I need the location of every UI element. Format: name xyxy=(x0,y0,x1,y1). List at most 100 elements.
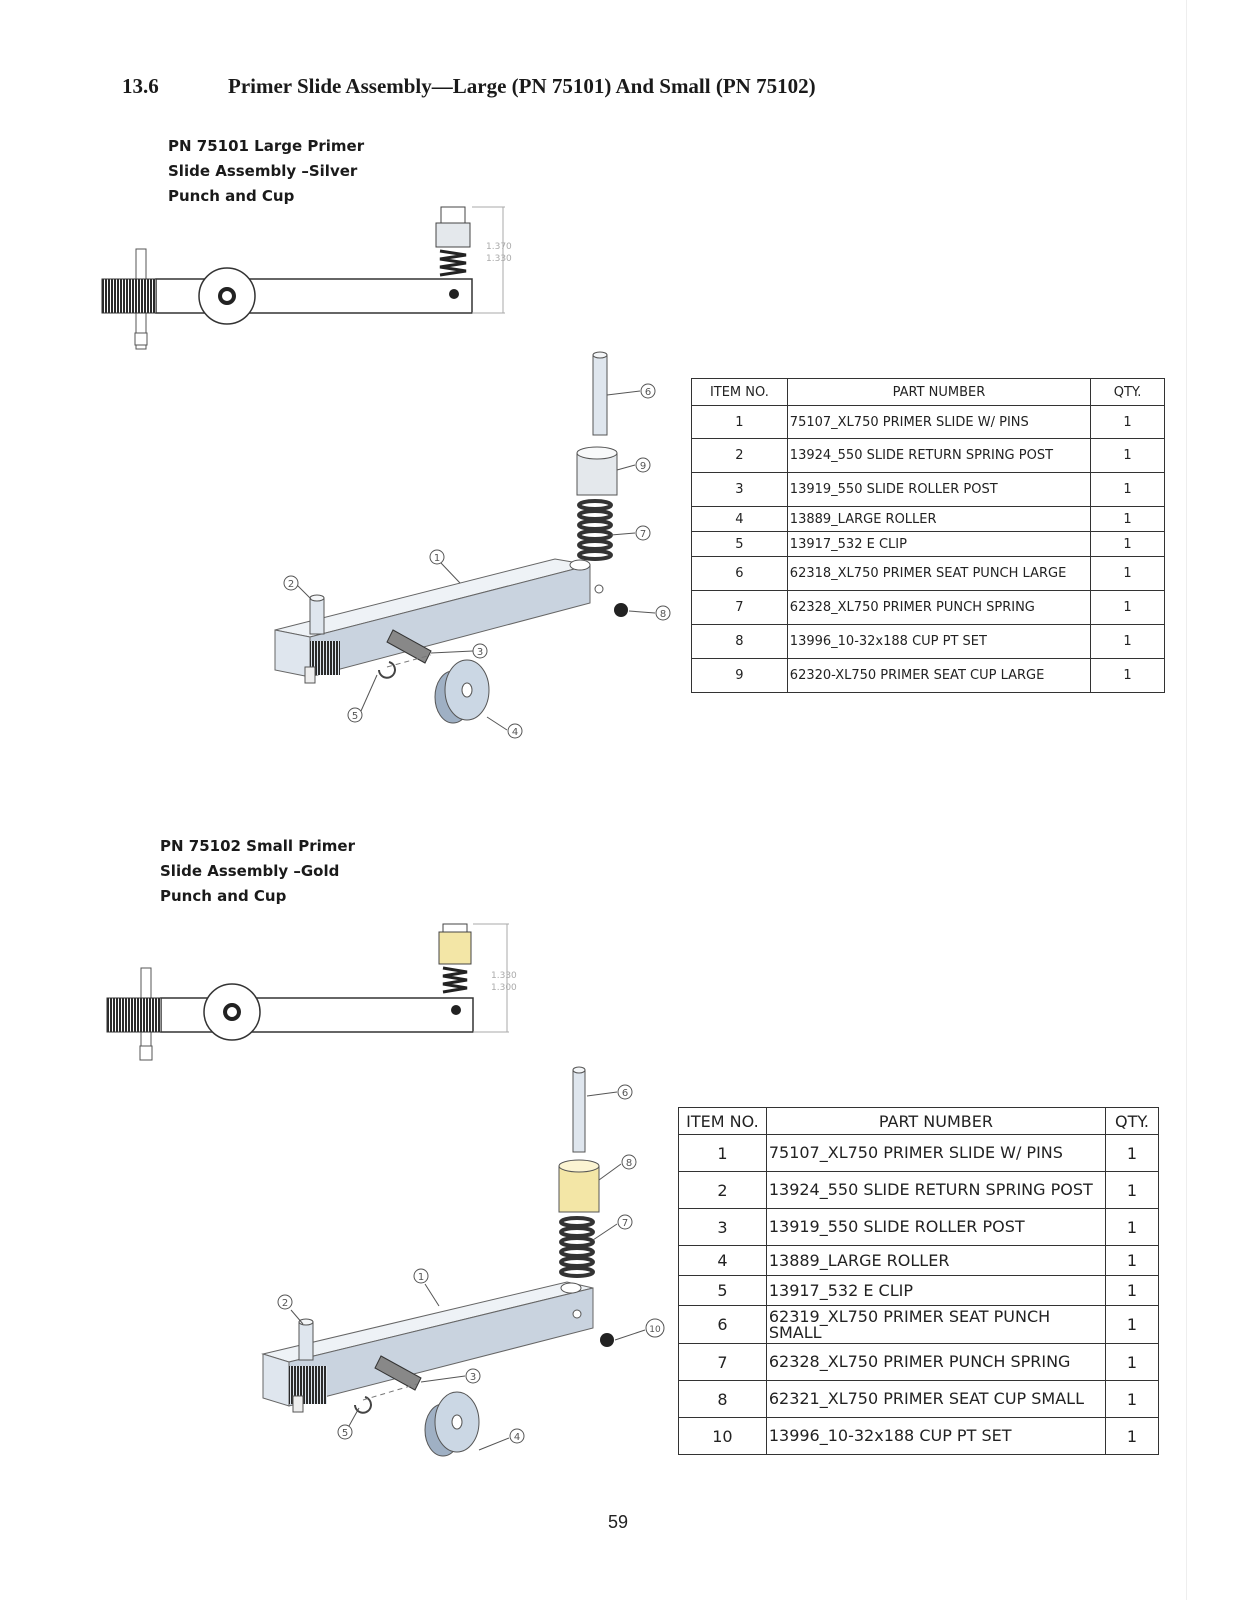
header-item-no: ITEM NO. xyxy=(691,378,788,406)
qty-cell: 1 xyxy=(1105,1380,1159,1418)
part-number-cell: 13889_LARGE ROLLER xyxy=(765,1245,1107,1276)
balloon-5 xyxy=(337,1424,353,1440)
exploded-cup-top xyxy=(576,446,618,460)
exploded-set-screw-hole xyxy=(594,584,604,594)
part-number-cell: 75107_XL750 PRIMER SLIDE W/ PINS xyxy=(786,405,1092,439)
caption-line: Slide Assembly –Silver xyxy=(168,162,358,180)
small-assembly-caption: PN 75102 Small Primer Slide Assembly –Go… xyxy=(160,834,355,909)
balloon-label: 3 xyxy=(470,1372,476,1383)
balloon-label: 6 xyxy=(622,1088,628,1099)
balloon-4 xyxy=(507,723,523,739)
caption-line: PN 75102 Small Primer xyxy=(160,837,355,855)
dimension-label: 1.330 xyxy=(486,254,512,264)
dimension-label: 1.330 xyxy=(491,971,517,981)
large-exploded-view-drawing: 6 9 7 1 2 3 8 4 5 xyxy=(274,351,671,739)
exploded-spring xyxy=(577,499,613,561)
balloon-label: 8 xyxy=(660,609,666,620)
side-roller-hub xyxy=(218,287,236,305)
dimension-label: 1.300 xyxy=(491,983,517,993)
item-no-cell: 4 xyxy=(678,1245,767,1276)
side-pin-tip xyxy=(134,332,148,346)
exploded-cup xyxy=(576,452,618,496)
part-number-cell: 13889_LARGE ROLLER xyxy=(786,506,1092,532)
item-no-cell: 4 xyxy=(691,506,788,532)
item-no-cell: 3 xyxy=(691,472,788,507)
balloon-label: 5 xyxy=(342,1428,348,1439)
assembly-axis xyxy=(386,654,432,668)
header-qty: QTY. xyxy=(1090,378,1165,406)
qty-cell: 1 xyxy=(1090,506,1165,532)
item-no-cell: 7 xyxy=(691,590,788,625)
part-number-cell: 13996_10-32x188 CUP PT SET xyxy=(786,624,1092,659)
item-no-cell: 6 xyxy=(678,1305,767,1344)
balloon-label: 2 xyxy=(288,579,294,590)
section-number: 13.6 xyxy=(122,74,159,98)
qty-cell: 1 xyxy=(1105,1275,1159,1306)
large-assembly-caption: PN 75101 Large Primer Slide Assembly –Si… xyxy=(168,134,364,209)
part-number-cell: 62328_XL750 PRIMER PUNCH SPRING xyxy=(765,1343,1107,1381)
qty-cell: 1 xyxy=(1105,1417,1159,1455)
part-number-cell: 62328_XL750 PRIMER PUNCH SPRING xyxy=(786,590,1092,625)
exploded-bar-end xyxy=(262,1353,290,1407)
qty-cell: 1 xyxy=(1090,531,1165,557)
side-spring xyxy=(439,249,467,277)
balloon-9 xyxy=(635,457,651,473)
exploded-bar-hole xyxy=(569,559,591,571)
balloon-label: 1 xyxy=(434,553,440,564)
side-pin-tip xyxy=(139,1045,153,1061)
exploded-pin-tip xyxy=(304,666,316,684)
side-spring xyxy=(442,966,468,994)
header-qty: QTY. xyxy=(1105,1107,1159,1135)
item-no-cell: 10 xyxy=(678,1417,767,1455)
balloon-7 xyxy=(617,1214,633,1230)
balloon-3 xyxy=(472,643,488,659)
item-no-cell: 1 xyxy=(678,1134,767,1172)
qty-cell: 1 xyxy=(1105,1134,1159,1172)
item-no-cell: 3 xyxy=(678,1208,767,1246)
exploded-roller-post xyxy=(386,629,432,664)
item-no-cell: 8 xyxy=(678,1380,767,1418)
dimension-label: 1.370 xyxy=(486,242,512,252)
small-side-view-drawing: 1.330 1.300 xyxy=(106,923,517,1061)
exploded-set-screw-hole xyxy=(572,1309,582,1319)
item-no-cell: 2 xyxy=(691,438,788,473)
exploded-roller-post xyxy=(374,1355,422,1391)
qty-cell: 1 xyxy=(1090,438,1165,473)
qty-cell: 1 xyxy=(1105,1171,1159,1209)
qty-cell: 1 xyxy=(1090,405,1165,439)
balloon-6 xyxy=(617,1084,633,1100)
exploded-roller-hub xyxy=(451,1414,463,1430)
balloon-leaders xyxy=(290,1091,646,1451)
exploded-pin-2-top xyxy=(309,594,325,602)
table-header-row: ITEM NO. PART NUMBER QTY. xyxy=(678,1107,1159,1135)
exploded-punch xyxy=(592,354,608,436)
part-number-cell: 62318_XL750 PRIMER SEAT PUNCH LARGE xyxy=(786,556,1092,591)
side-punch xyxy=(435,222,471,248)
part-number-cell: 13924_550 SLIDE RETURN SPRING POST xyxy=(765,1171,1107,1209)
side-set-screw xyxy=(449,289,459,299)
exploded-cup-gold xyxy=(558,1165,600,1213)
side-knurl xyxy=(101,278,157,314)
side-cup-gold xyxy=(438,931,472,965)
item-no-cell: 7 xyxy=(678,1343,767,1381)
balloon-label: 8 xyxy=(626,1158,632,1169)
part-number-cell: 13917_532 E CLIP xyxy=(786,531,1092,557)
qty-cell: 1 xyxy=(1090,624,1165,659)
balloon-label: 6 xyxy=(645,387,651,398)
qty-cell: 1 xyxy=(1105,1208,1159,1246)
side-cup xyxy=(440,206,466,226)
caption-line: Slide Assembly –Gold xyxy=(160,862,340,880)
item-no-cell: 2 xyxy=(678,1171,767,1209)
